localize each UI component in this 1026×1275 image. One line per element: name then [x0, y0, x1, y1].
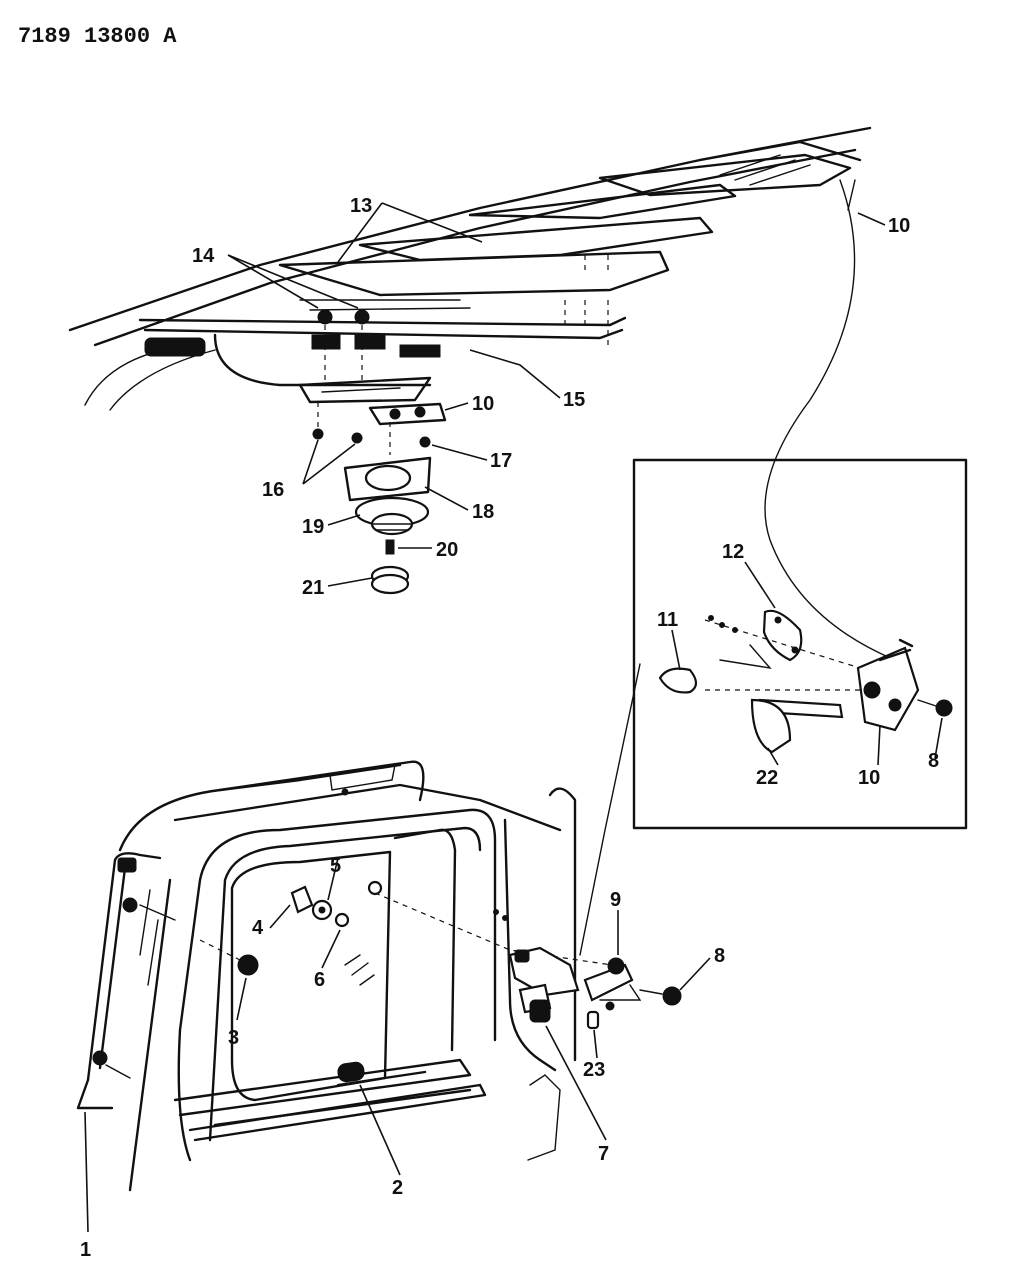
- drawing-code: 7189 13800 A: [18, 24, 177, 49]
- callout-20: 20: [436, 539, 458, 561]
- callout-9: 9: [610, 889, 621, 911]
- callout-3: 3: [228, 1027, 239, 1049]
- callout-8-door: 8: [714, 945, 725, 967]
- callout-2: 2: [392, 1177, 403, 1199]
- callout-4: 4: [252, 917, 264, 939]
- callout-21: 21: [302, 577, 324, 599]
- callout-18: 18: [472, 501, 494, 523]
- callout-5: 5: [330, 855, 341, 877]
- callout-16: 16: [262, 479, 284, 501]
- callout-23: 23: [583, 1059, 605, 1081]
- latch-detail-inset: [632, 458, 968, 830]
- door-window-assembly: [76, 760, 682, 1192]
- callout-15: 15: [563, 389, 585, 411]
- callout-14: 14: [192, 245, 215, 267]
- callout-19: 19: [302, 516, 324, 538]
- callout-1: 1: [80, 1239, 91, 1261]
- callout-10-roof: 10: [888, 215, 910, 237]
- callout-10-bracket: 10: [472, 393, 494, 415]
- callout-6: 6: [314, 969, 325, 991]
- callout-22: 22: [756, 767, 778, 789]
- callout-17: 17: [490, 450, 512, 472]
- callout-10-inset: 10: [858, 767, 880, 789]
- callout-11: 11: [657, 609, 678, 631]
- callout-leaders: [84, 202, 943, 1233]
- callout-13: 13: [350, 195, 372, 217]
- callout-8-inset: 8: [928, 750, 939, 772]
- callout-12: 12: [722, 541, 744, 563]
- roof-frame-assembly: [68, 126, 896, 661]
- inset-connector-line: [579, 663, 641, 956]
- callout-labels: 13 14 10 15 10 17 16 18 19 20 21 12 11 2…: [80, 195, 939, 1261]
- callout-7: 7: [598, 1143, 609, 1165]
